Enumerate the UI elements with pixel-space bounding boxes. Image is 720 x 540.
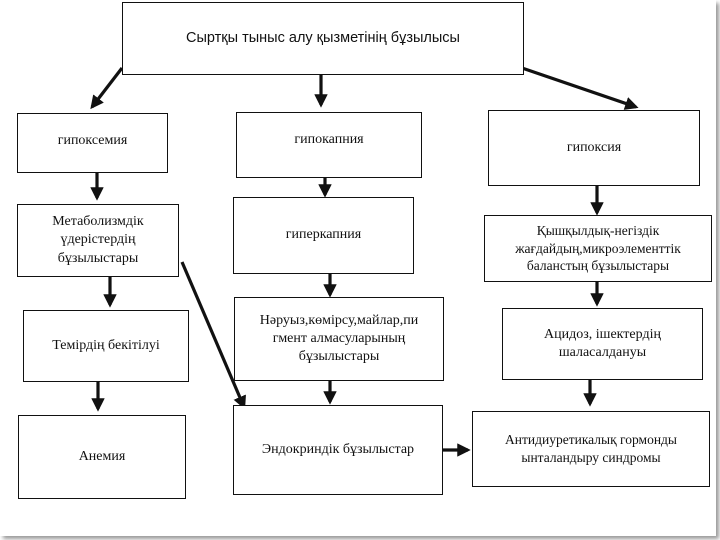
node-label: Нәруыз,көмірсу,майлар,пи гмент алмасулар… (259, 312, 419, 365)
node-label: Антидиуретикалық гормонды ынталандыру си… (505, 432, 677, 465)
node-label: Метаболизмдік үдерістердің бұзылыстары (52, 214, 144, 266)
arrow-title-to-hypoxemia (90, 67, 124, 110)
node-antidiuretic: Антидиуретикалық гормонды ынталандыру си… (472, 411, 710, 487)
node-label: Ацидоз, ішектердің шаласалдануы (544, 326, 661, 360)
title-box: Сыртқы тыныс алу қызметінің бұзылысы (122, 2, 524, 75)
node-hypocapnia: гипокапния (236, 112, 422, 178)
node-label: гипоксия (566, 139, 622, 155)
node-acidosis: Ацидоз, ішектердің шаласалдануы (502, 308, 703, 380)
node-iron: Темірдің бекітілуі (23, 310, 189, 382)
node-metabolism: Метаболизмдік үдерістердің бұзылыстары (17, 204, 179, 277)
node-label: Эндокриндік бұзылыстар (261, 441, 415, 457)
node-label: Қышқылдық-негіздік жағдайдың,микроэлемен… (515, 223, 681, 274)
node-hypoxemia: гипоксемия (17, 113, 168, 173)
node-endocrine: Эндокриндік бұзылыстар (233, 405, 443, 495)
node-nutrients: Нәруыз,көмірсу,майлар,пи гмент алмасулар… (234, 297, 444, 381)
node-label: Темірдің бекітілуі (52, 337, 160, 353)
arrow-metabolism-to-endocrine (180, 261, 246, 410)
node-label: гипоксемия (57, 133, 128, 148)
node-label: гипокапния (294, 132, 364, 147)
node-acid-base: Қышқылдық-негіздік жағдайдың,микроэлемен… (484, 215, 712, 282)
arrow-title-to-hypoxia (521, 66, 639, 110)
node-label: гиперкапния (285, 227, 362, 243)
node-hypercapnia: гиперкапния (233, 197, 414, 274)
node-label: Анемия (78, 448, 126, 464)
node-hypoxia: гипоксия (488, 110, 700, 186)
node-anemia: Анемия (18, 415, 186, 499)
diagram-title: Сыртқы тыныс алу қызметінің бұзылысы (186, 30, 460, 47)
